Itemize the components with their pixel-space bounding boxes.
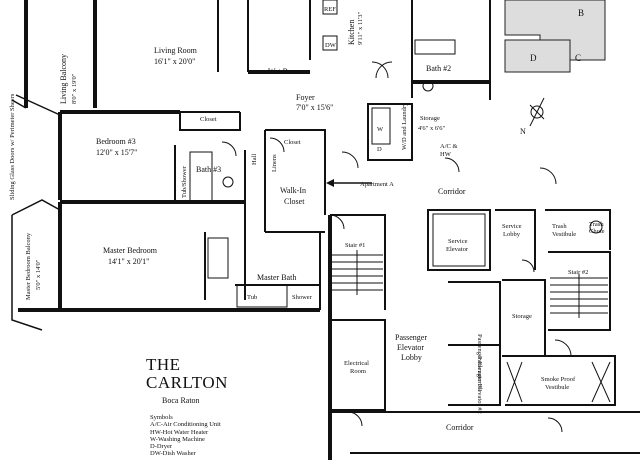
master-balcony-size: 5'0" x 14'0" bbox=[35, 259, 42, 290]
service-elevator-line2: Elevator bbox=[446, 246, 469, 253]
door-swings bbox=[221, 61, 572, 433]
bedroom3-size: 12'0" x 15'7" bbox=[96, 148, 137, 157]
legend-item: A/C-Air Conditioning Unit bbox=[150, 421, 221, 429]
north-arrow-icon bbox=[529, 97, 545, 127]
keyplan-unit-c: C bbox=[575, 53, 581, 63]
fixture-d-label: D bbox=[377, 146, 382, 153]
legend-item: W-Washing Machine bbox=[150, 435, 205, 443]
fixture-ref-label: REF bbox=[324, 6, 336, 13]
corridor-bottom-label: Corridor bbox=[446, 423, 474, 432]
bath2-label: Bath #2 bbox=[426, 64, 451, 73]
ac-hw-line2: HW bbox=[440, 151, 452, 158]
smoke-vestibule-line1: Smoke Proof bbox=[541, 376, 576, 383]
living-balcony-name: Living Balcony bbox=[59, 54, 68, 104]
service-elevator-line1: Service bbox=[448, 238, 468, 245]
shower-label: Shower bbox=[292, 294, 313, 301]
foyer-name: Foyer bbox=[296, 93, 315, 102]
master-balcony-name: Master Bedroom Balcony bbox=[25, 232, 32, 300]
walkin-closet-line2: Closet bbox=[284, 197, 305, 206]
service-lobby-line2: Lobby bbox=[503, 231, 521, 238]
living-room-size: 16'1" x 20'0" bbox=[154, 57, 195, 66]
interior-walls bbox=[174, 0, 640, 454]
legend-heading: Symbols bbox=[150, 414, 173, 421]
fixture-w-label: W bbox=[377, 126, 384, 133]
pass-elev1-label: Passenger Elevator #1 bbox=[476, 334, 483, 392]
master-bedroom-size: 14'1" x 20'1" bbox=[108, 257, 149, 266]
brand-city: Boca Raton bbox=[162, 396, 200, 405]
fixture-dw-label: DW bbox=[325, 42, 337, 49]
legend-item: D-Dryer bbox=[150, 443, 173, 451]
closet-label-bed3: Closet bbox=[200, 116, 217, 123]
ac-hw-line1: A/C & bbox=[440, 143, 458, 150]
keyplan-unit-b: B bbox=[578, 8, 584, 18]
north-label: N bbox=[520, 127, 526, 136]
pass-lobby-line3: Lobby bbox=[401, 353, 422, 362]
service-lobby-line1: Service bbox=[502, 223, 522, 230]
tub-shower-label: Tub/Shower bbox=[181, 165, 188, 198]
living-room-name: Living Room bbox=[154, 46, 198, 55]
legend-item: DW-Dish Washer bbox=[150, 450, 196, 458]
exterior-walls bbox=[18, 0, 490, 460]
brand-line1: THE bbox=[146, 355, 181, 374]
corridor-label: Corridor bbox=[438, 187, 466, 196]
living-balcony-size: 8'0" x 19'0" bbox=[71, 73, 78, 104]
hall-label: Hall bbox=[251, 154, 258, 165]
storage-small-size: 4'6" x 6'6" bbox=[418, 125, 445, 132]
stair-treads bbox=[332, 250, 608, 318]
pass-lobby-line1: Passenger bbox=[395, 333, 427, 342]
pass-elev2-label: Passenger Elevator #2 bbox=[476, 356, 483, 414]
foyer-size: 7'0" x 15'6" bbox=[296, 103, 333, 112]
trash-chute-line2: Chute bbox=[589, 228, 605, 235]
apartment-arrow-icon bbox=[326, 179, 334, 187]
trash-vestibule-line2: Vestibule bbox=[552, 231, 576, 238]
legend: Symbols A/C-Air Conditioning Unit HW-Hot… bbox=[150, 414, 221, 458]
stair1-label: Stair #1 bbox=[345, 242, 365, 249]
laundry-label: W/D and Laundry bbox=[401, 102, 408, 150]
apartment-label: Apartment A bbox=[360, 181, 394, 188]
balcony-outlines bbox=[11, 94, 61, 331]
linens-label: Linens bbox=[271, 154, 278, 172]
master-bath-label: Master Bath bbox=[257, 273, 296, 282]
tub-label: Tub bbox=[247, 294, 257, 301]
fixtures bbox=[189, 0, 611, 403]
kitchen-name: Kitchen bbox=[347, 20, 356, 45]
bath3-label: Bath #3 bbox=[196, 165, 221, 174]
stair2-label: Stair #2 bbox=[568, 269, 588, 276]
storage-core-label: Storage bbox=[512, 313, 532, 320]
legend-item: HW-Hot Water Heater bbox=[150, 428, 209, 436]
electrical-line1: Electrical bbox=[344, 360, 369, 367]
wet-bar-label: Wet Bar bbox=[268, 67, 295, 76]
trash-chute-line1: Trash bbox=[589, 221, 604, 228]
trash-vestibule-line1: Trash bbox=[552, 223, 567, 230]
closet-label-hall: Closet bbox=[284, 139, 301, 146]
brand-line2: CARLTON bbox=[146, 373, 228, 392]
bedroom3-name: Bedroom #3 bbox=[96, 137, 136, 146]
storage-small-name: Storage bbox=[420, 115, 440, 122]
keyplan-unit-d: D bbox=[530, 53, 537, 63]
master-bedroom-name: Master Bedroom bbox=[103, 246, 158, 255]
sliding-doors-label: Sliding Glass Doors w/ Perimeter Sheers bbox=[9, 93, 16, 200]
smoke-vestibule-line2: Vestibule bbox=[545, 384, 569, 391]
kitchen-size: 9'11" x 11'3" bbox=[357, 11, 364, 45]
pass-lobby-line2: Elevator bbox=[397, 343, 424, 352]
electrical-line2: Room bbox=[350, 368, 366, 375]
walkin-closet-line1: Walk-In bbox=[280, 186, 306, 195]
key-plan bbox=[504, 0, 606, 73]
